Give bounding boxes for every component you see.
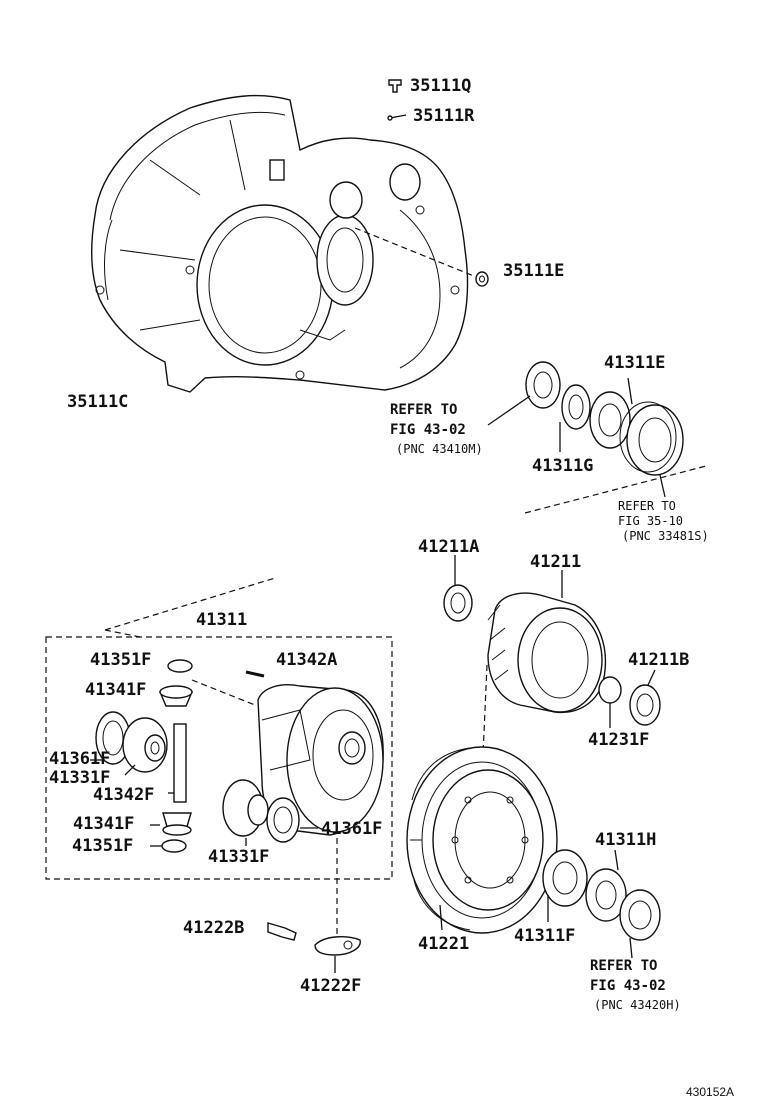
- label-41331f-bottom: 41331F: [208, 847, 269, 867]
- label-41361f-right: 41361F: [321, 819, 382, 839]
- side-washer-41361f-left: [95, 711, 131, 765]
- ref3-line3: (PNC 43420H): [594, 998, 681, 1012]
- ref2-line1: REFER TO: [618, 499, 676, 513]
- label-41211a: 41211A: [418, 537, 479, 557]
- ref1-line2: FIG 43-02: [390, 422, 466, 438]
- drive-gear-41222f-illustration: [314, 936, 361, 956]
- label-41311e: 41311E: [604, 353, 665, 373]
- label-41361f-left: 41361F: [49, 749, 110, 769]
- label-41351f-bottom: 41351F: [72, 836, 133, 856]
- differential-assembly-box: [45, 636, 393, 880]
- pin-41342a-illustration: [245, 670, 265, 678]
- pinion-washer-41351f-bottom: [161, 839, 187, 853]
- label-35111c: 35111C: [67, 392, 128, 412]
- pinion-41341f-top: [158, 685, 194, 707]
- seal-ref-43420h-illustration: [619, 889, 661, 941]
- side-gear-41331f-right: [222, 779, 269, 837]
- ref3-line1: REFER TO: [590, 958, 657, 974]
- ring-gear-41221-illustration: [406, 746, 558, 934]
- label-35111q: 35111Q: [410, 76, 471, 96]
- pinion-washer-41351f-top: [167, 659, 193, 673]
- label-41222f: 41222F: [300, 976, 361, 996]
- washer-41311h-illustration: [585, 868, 627, 922]
- washer-35111e-illustration: [475, 271, 489, 287]
- side-washer-41361f-right: [266, 797, 300, 843]
- label-41311: 41311: [196, 610, 247, 630]
- case-41211-illustration: [487, 592, 607, 714]
- label-41331f-left: 41331F: [49, 768, 110, 788]
- label-41311g: 41311G: [532, 456, 593, 476]
- side-gear-41331f-left: [122, 717, 168, 773]
- shaft-41342f-illustration: [173, 723, 187, 803]
- pin-35111r-illustration: [387, 114, 407, 121]
- label-41342a: 41342A: [276, 650, 337, 670]
- gear-41222b-illustration: [267, 922, 297, 941]
- bearing-41211a-illustration: [443, 584, 473, 622]
- figure-id: 430152A: [686, 1085, 734, 1099]
- label-41311f: 41311F: [514, 926, 575, 946]
- ref1-line3: (PNC 43410M): [396, 442, 483, 456]
- label-41222b: 41222B: [183, 918, 244, 938]
- label-41311h: 41311H: [595, 830, 656, 850]
- transaxle-housing-illustration: [91, 94, 469, 393]
- ref3-line2: FIG 43-02: [590, 978, 666, 994]
- label-41211b: 41211B: [628, 650, 689, 670]
- label-41211: 41211: [530, 552, 581, 572]
- oil-seal-41311e-illustration: [619, 401, 684, 476]
- ref2-line2: FIG 35-10: [618, 514, 683, 528]
- label-41341f-bottom: 41341F: [73, 814, 134, 834]
- label-35111r: 35111R: [413, 106, 475, 126]
- label-41342f: 41342F: [93, 785, 154, 805]
- bearing-41211b-illustration: [629, 684, 661, 726]
- ref1-line1: REFER TO: [390, 402, 457, 418]
- bearing-41311f-illustration: [542, 849, 588, 907]
- plug-35111q-illustration: [388, 79, 402, 93]
- ref2-line3: (PNC 33481S): [622, 529, 709, 543]
- bearing-41311g-illustration: [525, 361, 631, 449]
- pinion-41341f-bottom: [162, 812, 192, 836]
- bearing-41231f-illustration: [598, 676, 622, 704]
- label-41221: 41221: [418, 934, 469, 954]
- differential-case-illustration: [257, 684, 384, 836]
- label-41351f-top: 41351F: [90, 650, 151, 670]
- label-41231f: 41231F: [588, 730, 649, 750]
- label-41341f-top: 41341F: [85, 680, 146, 700]
- label-35111e: 35111E: [503, 261, 564, 281]
